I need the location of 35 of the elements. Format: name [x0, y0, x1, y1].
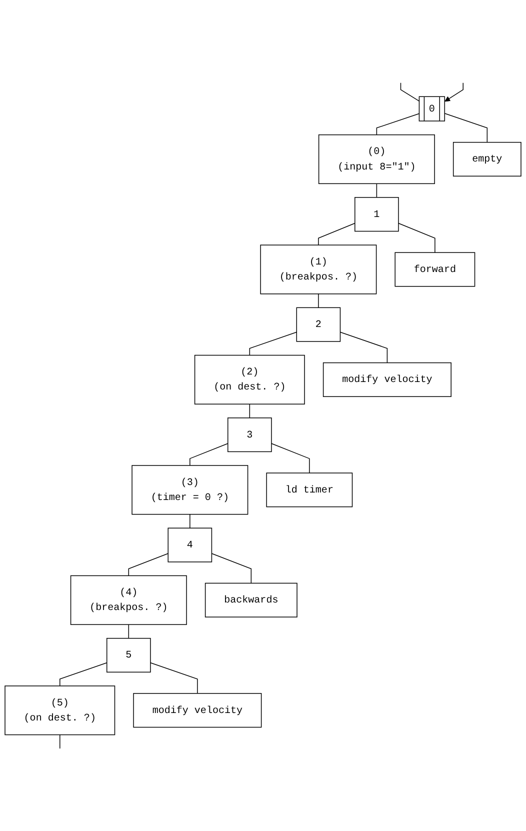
node-box: (2) (on dest. ?) — [194, 354, 305, 404]
connector — [271, 442, 310, 474]
connector — [398, 222, 436, 253]
connector — [318, 222, 356, 246]
node-box: 5 — [106, 638, 151, 672]
connector — [318, 293, 319, 308]
connector — [400, 82, 420, 102]
connector — [249, 404, 250, 418]
connector — [444, 112, 488, 142]
connector — [150, 662, 198, 694]
node-box: (1) (breakpos. ?) — [260, 244, 377, 294]
connector — [211, 552, 252, 584]
node-box: 2 — [296, 307, 341, 342]
node-box: (0) (input 8="1") — [318, 134, 435, 184]
connector — [340, 332, 388, 363]
connector — [190, 442, 228, 466]
node-box: modify velocity — [322, 362, 452, 397]
node-box: backwards — [204, 582, 298, 618]
connector — [128, 624, 130, 638]
node-box: modify velocity — [133, 692, 262, 728]
connector — [249, 332, 297, 356]
connector — [376, 183, 378, 198]
node-box: empty — [452, 142, 522, 176]
node-box: forward — [394, 252, 476, 287]
node-box: 3 — [227, 417, 272, 452]
node-box: (4) (breakpos. ?) — [70, 575, 187, 625]
node-box: (5) (on dest. ?) — [4, 685, 116, 735]
node-box: 4 — [168, 528, 212, 562]
node-box: 1 — [354, 196, 399, 232]
node-box: (3) (timer = 0 ?) — [132, 464, 248, 514]
connector — [376, 112, 420, 135]
connector — [60, 662, 108, 686]
arrow — [444, 82, 464, 102]
node-box: ld timer — [266, 472, 353, 507]
connector — [128, 552, 168, 576]
